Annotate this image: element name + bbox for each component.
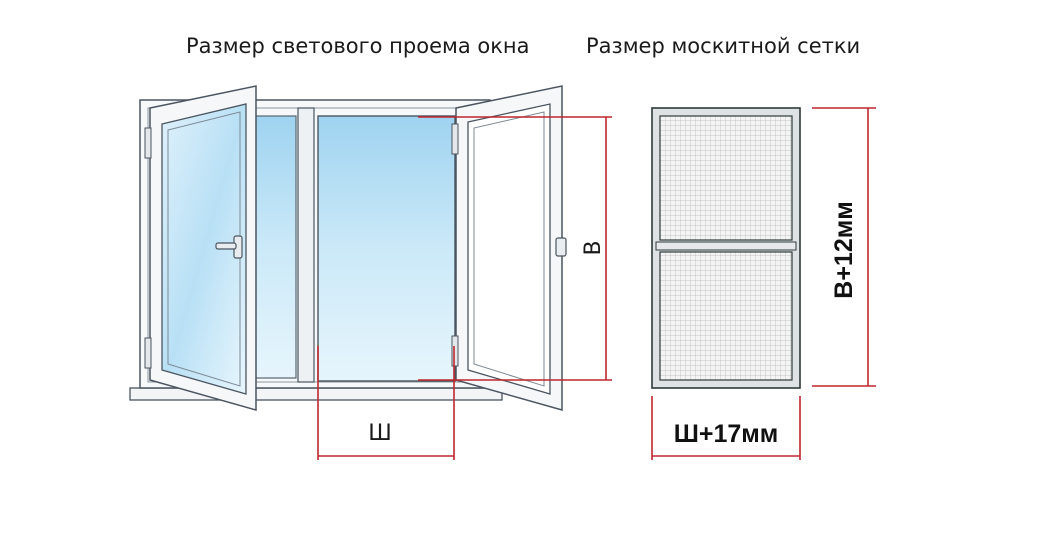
window-mullion — [297, 107, 315, 383]
title-light-opening: Размер светового проема окна — [186, 34, 530, 58]
net-mesh-bottom — [659, 251, 793, 381]
window-height-label: В — [581, 240, 606, 255]
window-illustration — [129, 85, 567, 411]
net-dimensions — [651, 107, 876, 460]
mosquito-net-illustration — [651, 107, 801, 389]
net-mesh-top — [659, 115, 793, 241]
right-open-sash — [451, 85, 567, 411]
center-pane-glass — [317, 115, 456, 382]
left-open-sash — [144, 85, 257, 411]
window-width-label: Ш — [368, 421, 392, 446]
left-pane-glass — [251, 115, 297, 379]
net-crossbar — [655, 241, 797, 251]
net-height-label: В+12мм — [830, 201, 858, 298]
window-dimensions — [317, 116, 612, 460]
title-mosquito-net: Размер москитной сетки — [586, 34, 861, 58]
net-width-label: Ш+17мм — [674, 420, 779, 448]
